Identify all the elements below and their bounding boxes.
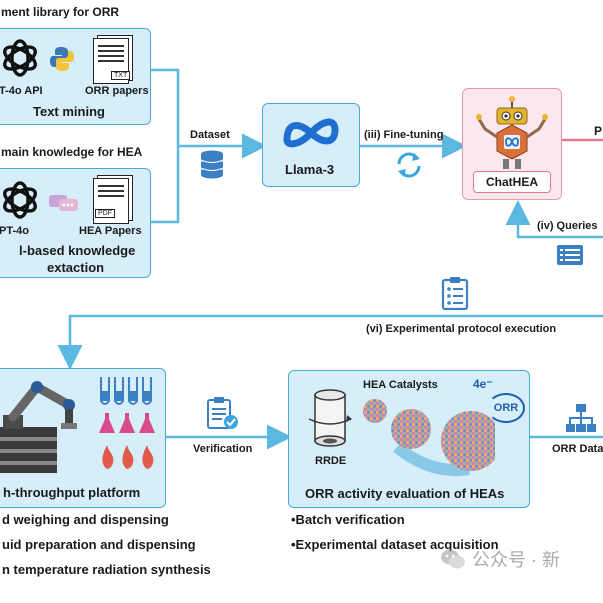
wechat-icon [441, 549, 465, 569]
watermark-text: 公众号 · 新 [472, 550, 560, 570]
hierarchy-icon [566, 404, 596, 432]
orr-tag-text: ORR [493, 402, 519, 414]
domain-panel: main knowledge for HEA PDF PT-4o HEA Pap… [0, 145, 151, 278]
library-panel: ment library for ORR TXT T-4o API ORR pa… [0, 5, 151, 125]
meta-icon [283, 118, 339, 148]
llama-label: Llama-3 [285, 162, 335, 177]
orr-papers-label: ORR papers [85, 85, 149, 97]
verification-label: Verification [193, 443, 253, 455]
orr-data-label: ORR Data [552, 443, 603, 455]
bullet-left-1: d weighing and dispensing [2, 512, 169, 527]
protocol-label: (vi) Experimental protocol execution [366, 323, 557, 335]
flasks-icon [99, 413, 155, 433]
form-icon [557, 245, 583, 265]
txt-tag: TXT [111, 71, 131, 80]
rrde-label: RRDE [315, 455, 347, 467]
pdf-papers-icon: PDF [91, 175, 133, 224]
domain-connector [150, 150, 180, 224]
python-icon [50, 47, 74, 71]
electrons-label: 4e⁻ [473, 377, 493, 391]
platform-panel: h-throughput platform [0, 368, 166, 508]
orr-tag: ORR [487, 393, 525, 423]
api-label: T-4o API [0, 85, 43, 97]
watermark: 公众号 · 新 [440, 546, 560, 572]
gpt-label: PT-4o [0, 225, 29, 237]
robot-icon [476, 96, 548, 169]
queries-label: (iv) Queries [537, 220, 598, 232]
openai-icon [3, 39, 37, 77]
right-cut-label: P [594, 124, 603, 138]
bullet-right-2: •Experimental dataset acquisition [291, 537, 499, 552]
library-title: ment library for ORR [1, 5, 120, 19]
finetuning-label: (iii) Fine-tuning [364, 129, 444, 141]
protocol-arrow [57, 314, 603, 370]
bullet-left-3: n temperature radiation synthesis [2, 562, 211, 577]
pdf-tag: PDF [95, 209, 115, 218]
domain-caption-line2: extaction [47, 260, 105, 275]
library-connector [150, 68, 180, 150]
bullet-right-1: •Batch verification [291, 512, 405, 527]
orr-panel: RRDE HEA Catalysts 4e⁻ ORR ORR activity … [288, 370, 530, 508]
domain-caption-line1: l-based knowledge [19, 243, 136, 258]
dataset-label: Dataset [190, 129, 230, 141]
refresh-icon [397, 152, 421, 178]
queries-arrow [505, 200, 603, 239]
platform-caption: h-throughput platform [3, 485, 141, 500]
chat-icon [49, 195, 78, 211]
tubes-icon [100, 377, 152, 405]
chathea-label: ChatHEA [485, 175, 538, 189]
flames-icon [102, 445, 154, 469]
openai-icon [3, 181, 37, 219]
database-icon [200, 150, 224, 179]
rrde-icon [308, 389, 352, 447]
chathea-label-box: ChatHEA [473, 171, 551, 193]
robot-arm-icon [0, 381, 77, 473]
library-caption: Text mining [33, 104, 105, 119]
orr-caption: ORR activity evaluation of HEAs [305, 486, 505, 501]
catalyst-spheres-icon [363, 399, 495, 476]
clipboard-check-icon [207, 397, 238, 429]
checklist-icon [441, 277, 469, 310]
chathea-box: ChatHEA [462, 88, 562, 200]
domain-title: main knowledge for HEA [1, 145, 143, 159]
bullet-left-2: uid preparation and dispensing [2, 537, 196, 552]
hea-catalysts-label: HEA Catalysts [363, 379, 438, 391]
llama-box: Llama-3 [262, 103, 360, 187]
hea-papers-label: HEA Papers [79, 225, 142, 237]
txt-papers-icon: TXT [91, 35, 133, 84]
